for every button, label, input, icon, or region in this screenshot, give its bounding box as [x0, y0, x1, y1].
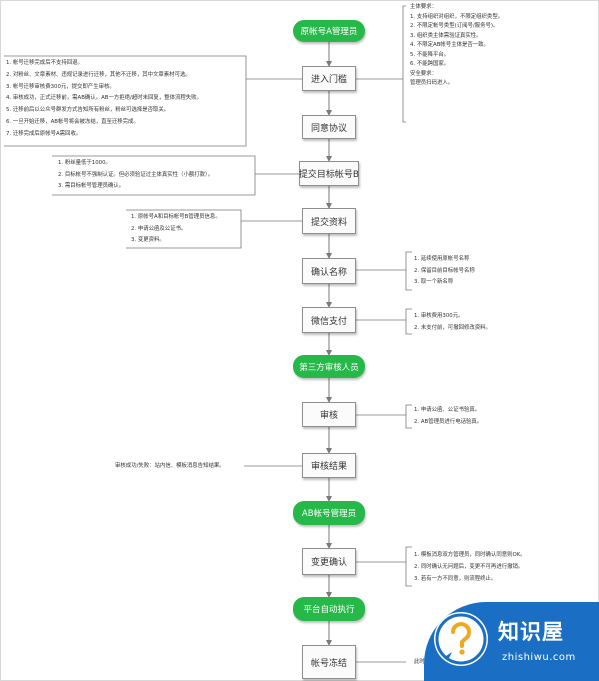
note-line: 3. 取一个新名称	[414, 279, 454, 285]
note-line: 1. 延续使用原帐号名称	[414, 256, 470, 262]
node-confirm-name: 确认名称	[302, 258, 356, 284]
note-line: 此时A	[414, 659, 429, 665]
node-enter: 进入门槛	[302, 66, 356, 91]
note-line: 审核成功/失败：站内信、模板消息告知结果。	[115, 463, 225, 469]
note-submit-target: 1. 粉丝量低于1000。 2. 目标帐号不强制认证。但必须验证过主体真实性（小…	[58, 158, 213, 193]
note-line: 主体要求：	[410, 4, 437, 10]
logo-url: zhishiwu.com	[502, 652, 576, 663]
note-line: 3. 若有一方不同意，则流程终止。	[414, 576, 497, 582]
node-submit-docs: 提交资料	[302, 208, 356, 234]
note-line: 2. 对粉丝、文章素材、违规记录进行迁移，其他不迁移，其中文章素材可选。	[6, 71, 191, 78]
node-review-result: 审核结果	[302, 453, 356, 478]
connector-enter-note	[4, 55, 247, 147]
note-line: 6. 不能跨国家。	[410, 61, 450, 67]
connector-change-confirm-note	[405, 546, 412, 587]
note-line: 7. 迁移完成后原帐号A需回收。	[6, 130, 82, 137]
note-line: 4. 不限定AB帐号主体是否一致。	[410, 42, 489, 48]
note-line: 1. 帐号迁移完成后不支持回退。	[6, 60, 83, 66]
note-wechat-pay: 1. 审核费用300元。 2. 未支付前，可撤回修改资料。	[414, 311, 491, 334]
node-start: 原帐号A管理员	[293, 20, 365, 42]
note-line: 1. 审核费用300元。	[414, 313, 464, 319]
note-line: 2. 未支付前，可撤回修改资料。	[414, 324, 491, 331]
note-change-confirm: 1. 模板消息双方管理员，同时确认同意则OK。 2. 同时确认无问题后，变更不可…	[414, 549, 526, 585]
note-confirm-name: 1. 延续使用原帐号名称 2. 保留目前目标帐号名称 3. 取一个新名称	[414, 254, 475, 289]
note-line: 1. 支持组织对组织，不限定组织类型。	[410, 13, 504, 20]
note-line: 安全要求：	[410, 70, 437, 77]
note-line: 4. 审核成功，正式迁移前，需AB确认。AB一方拒绝/超时未回复，整体流程失败。	[6, 95, 202, 102]
logo-name: 知识屋	[498, 620, 564, 644]
note-line: 6. 一旦开始迁移，AB帐号将会被冻结，直至迁移完成。	[6, 118, 139, 125]
note-submit-docs: 1. 原帐号A和目标帐号B管理员信息。 2. 申请公函及公证书。 3. 变更资料…	[131, 212, 221, 247]
node-freeze: 帐号冻结	[302, 645, 356, 679]
note-line: 1. 模板消息双方管理员，同时确认同意则OK。	[414, 552, 526, 558]
note-line: 3. 组织类主体需验证真实性。	[410, 32, 482, 39]
node-third-party: 第三方审核人员	[293, 355, 365, 378]
connector-top-right-note	[402, 5, 406, 123]
node-submit-target: 提交目标帐号B	[299, 161, 359, 186]
connector-wechat-pay-note	[405, 308, 412, 335]
note-line: 1. 原帐号A和目标帐号B管理员信息。	[131, 214, 221, 220]
note-enter-rules: 1. 帐号迁移完成后不支持回退。 2. 对粉丝、文章素材、违规记录进行迁移，其他…	[6, 58, 202, 141]
node-agree: 同意协议	[302, 115, 356, 139]
note-line: 2. 保留目前目标帐号名称	[414, 267, 475, 274]
note-line: 2. 目标帐号不强制认证。但必须验证过主体真实性（小额打款）。	[58, 171, 214, 178]
note-line: 3. 需目标帐号管理员确认。	[58, 183, 125, 189]
note-freeze: 此时A	[414, 658, 428, 668]
note-line: 2. 不限定帐号类型(订阅号/服务号)。	[410, 23, 499, 29]
note-line: 2. AB管理员进行电话验真。	[414, 418, 483, 425]
note-line: 3. 帐号迁移审核费300元，提交即产生审核。	[6, 83, 115, 90]
note-line: 3. 变更资料。	[131, 237, 165, 243]
note-review-result: 审核成功/失败：站内信、模板消息告知结果。	[115, 462, 225, 472]
node-platform-auto: 平台自动执行	[293, 597, 365, 621]
connector-confirm-name-note	[405, 251, 412, 291]
logo-badge-icon	[434, 612, 488, 666]
connector-submit-docs-note	[126, 209, 242, 249]
connector-submit-target-note	[52, 155, 256, 196]
note-connectors	[4, 5, 412, 663]
note-line: 1. 申请公函、公证书验真。	[414, 407, 481, 413]
note-line: 5. 不能降平台。	[410, 51, 450, 58]
note-line: 2. 同时确认无问题后，变更不可再进行撤销。	[414, 564, 524, 570]
note-line: 1. 粉丝量低于1000。	[58, 160, 111, 166]
connector-review-note	[405, 404, 412, 429]
node-review: 审核	[302, 402, 356, 427]
note-top-right: 主体要求： 1. 支持组织对组织，不限定组织类型。 2. 不限定帐号类型(订阅号…	[410, 3, 503, 89]
note-line: 5. 迁移前后以公众号群发方式告知所有粉丝，粉丝可选择是否取关。	[6, 107, 170, 114]
note-line: 2. 申请公函及公证书。	[131, 225, 187, 232]
note-line: 管理员扫码进入。	[410, 80, 454, 86]
note-review: 1. 申请公函、公证书验真。 2. AB管理员进行电话验真。	[414, 405, 482, 428]
node-ab-admin: AB帐号管理员	[293, 501, 365, 525]
node-change-confirm: 变更确认	[302, 548, 356, 575]
node-wechat-pay: 微信支付	[302, 307, 356, 333]
site-watermark-logo: 知识屋 zhishiwu.com	[424, 602, 599, 681]
